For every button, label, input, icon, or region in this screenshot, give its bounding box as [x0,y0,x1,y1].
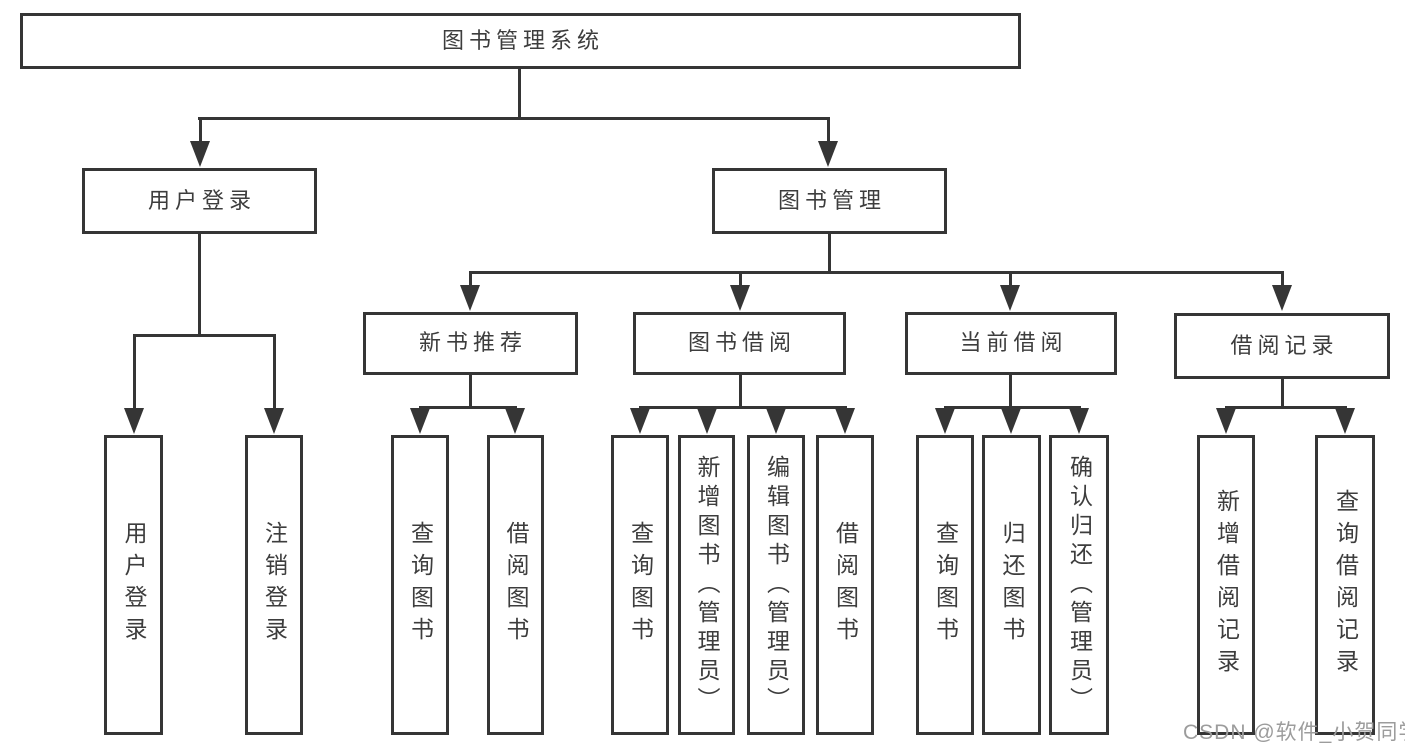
node-label: 图书借阅 [687,330,796,356]
node-borrow-records: 借阅记录 [1174,313,1390,379]
connector-line [1009,372,1012,409]
connector-line [1225,406,1346,409]
arrowhead-down [1001,408,1021,434]
node-new-book-recommend: 新书推荐 [363,312,578,375]
node-label: 当前借阅 [959,330,1068,356]
leaf-label: 查询图书 [932,521,959,649]
leaf-records-add-record: 新增借阅记录 [1197,435,1255,735]
connector-line [739,372,742,409]
arrowhead-down [630,408,650,434]
connector-line [133,334,136,412]
arrowhead-down [1216,408,1236,434]
csdn-watermark: CSDN @软件_小贺同学 [1183,721,1405,744]
connector-line [518,68,521,119]
leaf-borrow-add-books-admin: 新增图书（管理员） [678,435,735,735]
arrowhead-down [766,408,786,434]
connector-line [1281,376,1284,409]
leaf-user-login: 用户登录 [104,435,163,735]
leaf-logout: 注销登录 [245,435,303,735]
leaf-recommend-query-books: 查询图书 [391,435,449,735]
connector-line [198,117,830,120]
arrowhead-down [697,408,717,434]
connector-line [469,271,1283,274]
leaf-label: 编辑图书（管理员） [763,454,790,716]
leaf-label: 查询图书 [627,521,654,649]
leaf-label: 借阅图书 [503,521,529,649]
leaf-current-return-books: 归还图书 [982,435,1041,735]
arrowhead-down [1272,285,1292,311]
leaf-label: 归还图书 [999,521,1025,649]
node-book-management: 图书管理 [712,168,947,234]
node-label: 图书管理系统 [441,27,604,53]
node-user-login: 用户登录 [82,168,317,234]
connector-line [199,117,202,149]
arrowhead-down [410,408,430,434]
connector-line [469,271,472,293]
connector-line [639,406,846,409]
arrowhead-down [730,285,750,311]
node-root-library-system: 图书管理系统 [20,13,1021,69]
connector-line [469,372,472,409]
node-book-borrow: 图书借阅 [633,312,846,375]
leaf-records-query-record: 查询借阅记录 [1315,435,1375,735]
leaf-borrow-borrow-books: 借阅图书 [816,435,874,735]
arrowhead-down [818,141,838,167]
leaf-borrow-edit-books-admin: 编辑图书（管理员） [747,435,805,735]
leaf-recommend-borrow-books: 借阅图书 [487,435,544,735]
connector-line [1281,271,1284,293]
leaf-label: 确认归还（管理员） [1066,454,1093,716]
arrowhead-down [935,408,955,434]
leaf-current-query-books: 查询图书 [916,435,974,735]
node-label: 新书推荐 [418,330,527,356]
leaf-label: 用户登录 [121,521,147,649]
leaf-label: 查询借阅记录 [1332,489,1359,681]
arrowhead-down [835,408,855,434]
leaf-current-confirm-return-admin: 确认归还（管理员） [1049,435,1109,735]
arrowhead-down [124,408,144,434]
connector-line [419,406,517,409]
node-label: 借阅记录 [1230,332,1339,358]
leaf-label: 借阅图书 [832,521,859,649]
connector-line [828,231,831,273]
connector-line [739,271,742,293]
leaf-label: 新增借阅记录 [1213,489,1240,681]
arrowhead-down [1000,285,1020,311]
leaf-borrow-query-books: 查询图书 [611,435,669,735]
node-current-borrow: 当前借阅 [905,312,1117,375]
connector-line [133,334,275,337]
arrowhead-down [505,408,525,434]
node-label: 用户登录 [147,187,256,213]
arrowhead-down [1335,408,1355,434]
leaf-label: 注销登录 [261,521,288,649]
node-label: 图书管理 [777,187,886,213]
leaf-label: 新增图书（管理员） [694,454,720,716]
arrowhead-down [190,141,210,167]
connector-line [198,231,201,337]
connector-line [273,334,276,412]
arrowhead-down [460,285,480,311]
leaf-label: 查询图书 [407,521,434,649]
arrowhead-down [1069,408,1089,434]
arrowhead-down [264,408,284,434]
connector-line [827,117,830,149]
connector-line [1009,271,1012,293]
